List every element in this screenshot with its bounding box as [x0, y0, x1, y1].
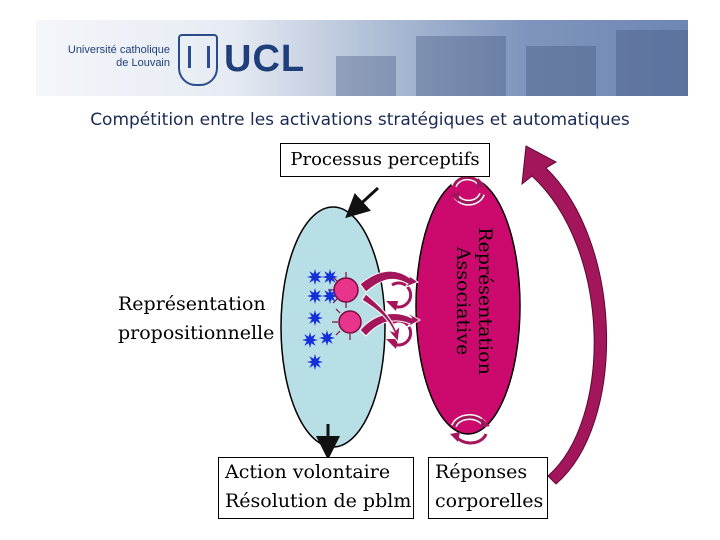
star-icon [307, 269, 323, 285]
header-banner: Université catholique de Louvain UCL [36, 20, 688, 96]
banner-building [616, 30, 688, 96]
banner-building [526, 46, 596, 96]
link-arrow-mid [361, 293, 401, 344]
cycle-arrow-middle-top [386, 280, 414, 311]
voluntary-action-box: Action volontaire Résolution de pblm [218, 457, 414, 519]
star-icon [307, 354, 323, 370]
star-icon [307, 310, 323, 326]
voluntary-action-line-2: Résolution de pblm [225, 490, 412, 512]
star-icon [302, 332, 318, 348]
voluntary-action-line-1: Action volontaire [225, 461, 391, 483]
propositional-label: Représentation propositionnelle [118, 290, 274, 348]
star-icon [307, 288, 323, 304]
star-icon [319, 330, 335, 346]
slide-subtitle: Compétition entre les activations straté… [90, 110, 630, 130]
institution-name: Université catholique de Louvain [48, 44, 170, 70]
star-markers [302, 269, 338, 370]
banner-building [416, 36, 506, 96]
perception-arrow [345, 186, 380, 219]
institution-line-1: Université catholique [67, 44, 170, 56]
banner-building [336, 56, 396, 96]
star-icon [322, 288, 338, 304]
university-logo-icon [178, 34, 218, 86]
propositional-label-line-1: Représentation [118, 293, 266, 315]
cycle-arrow-bottom [450, 414, 490, 446]
bodily-responses-box: Réponses corporelles [428, 457, 548, 519]
link-arrow-lower [359, 311, 422, 337]
link-arrow-upper [359, 270, 420, 293]
perceptual-processes-box: Processus perceptifs [280, 143, 490, 177]
associative-label-line-1: Représentation [474, 227, 496, 375]
bodily-responses-line-2: corporelles [435, 490, 544, 512]
perceptual-processes-label: Processus perceptifs [290, 149, 480, 170]
node-lower [338, 310, 362, 334]
feedback-curved-arrow [521, 145, 607, 485]
bodily-responses-line-1: Réponses [435, 461, 528, 483]
cycle-arrow-top [450, 174, 486, 206]
logo-acronym: UCL [224, 38, 306, 80]
node-spikes-lower [332, 308, 351, 340]
associative-label: Représentation Associative [452, 216, 496, 386]
star-icon [322, 269, 338, 285]
associative-label-line-2: Associative [452, 246, 474, 356]
node-upper [333, 277, 359, 303]
propositional-label-line-2: propositionnelle [118, 322, 275, 344]
institution-line-2: de Louvain [116, 57, 170, 69]
